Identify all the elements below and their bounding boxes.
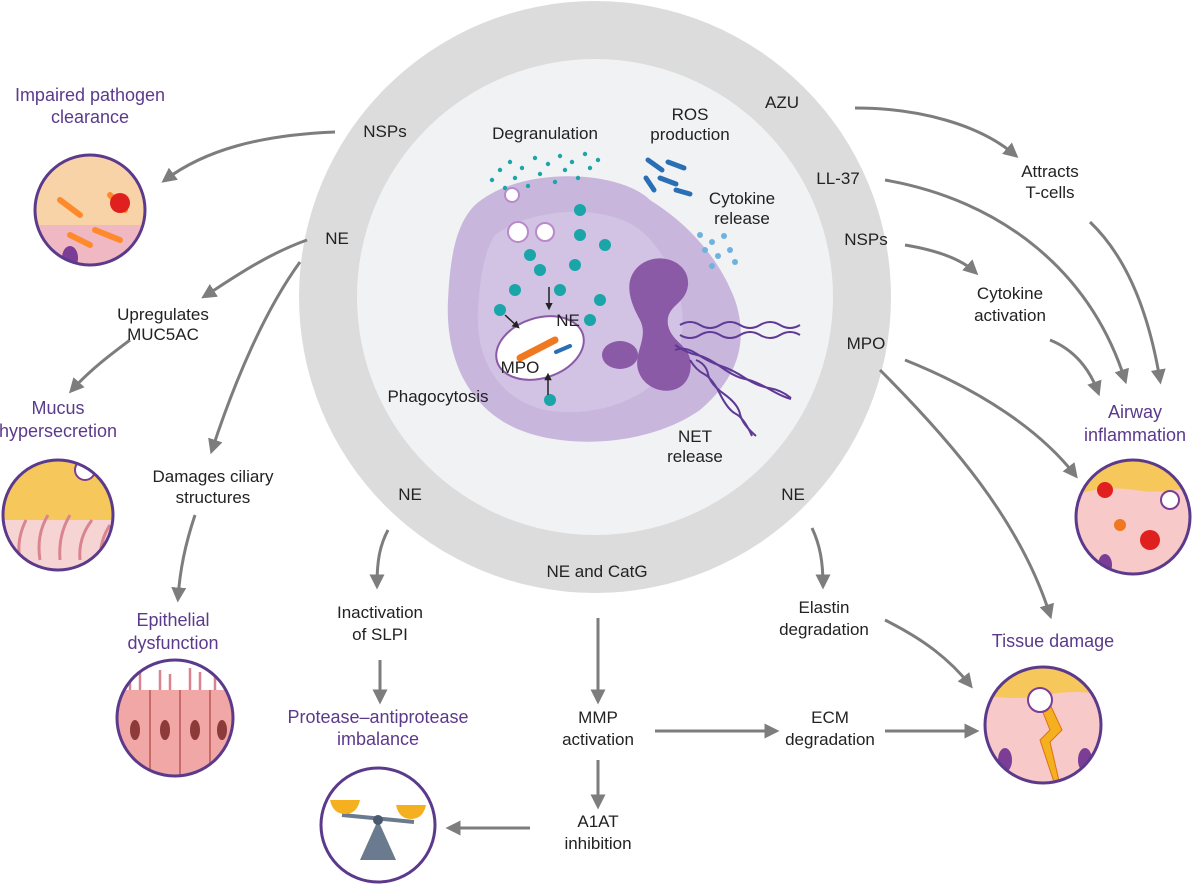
- ring-label-nsps-right: NSPs: [844, 230, 887, 249]
- ring-label-ne-catg: NE and CatG: [546, 562, 647, 581]
- ne-inside-label: NE: [556, 311, 580, 330]
- arrow-cytokine-airway: [1049, 338, 1102, 397]
- phagocytosis-label: Phagocytosis: [387, 387, 488, 406]
- arrow-upregulates-mucus: [68, 338, 131, 394]
- outcome-protease-line2: imbalance: [337, 729, 419, 749]
- nucleus: [629, 258, 691, 391]
- arrow-mpo-airway: [904, 358, 1078, 479]
- mmp-line1: MMP: [578, 708, 618, 727]
- ring-labels: NSPs NE NE NE and CatG NE AZU LL-37 NSPs…: [325, 93, 888, 581]
- degranulation-dots: [489, 151, 601, 191]
- ring-label-nsps-top: NSPs: [363, 122, 406, 141]
- cytokine-release-line1: Cytokine: [709, 189, 775, 208]
- ring-label-ne-bottom-left: NE: [398, 485, 422, 504]
- outcome-protease-line1: Protease–antiprotease: [287, 707, 468, 727]
- outcome-epithelial-line1: Epithelial: [136, 610, 209, 630]
- attracts-line1: Attracts: [1021, 162, 1079, 181]
- outcome-mucus-line2: hypersecretion: [0, 421, 117, 441]
- arrow-damages-epithelial: [171, 514, 197, 603]
- ring-label-azu: AZU: [765, 93, 799, 112]
- outcome-airway-line1: Airway: [1108, 402, 1162, 422]
- cytokine-release-line2: release: [714, 209, 770, 228]
- arrow-attracts-airway: [1088, 220, 1166, 385]
- ring-label-ne-left: NE: [325, 229, 349, 248]
- step-labels: Upregulates MUC5AC Damages ciliary struc…: [117, 162, 1079, 853]
- outcome-epithelial-line2: dysfunction: [127, 633, 218, 653]
- arrow-elastin-tissue: [884, 618, 973, 689]
- arrow-ne-elastin: [810, 527, 831, 590]
- granules: [494, 204, 611, 406]
- elastin-line2: degradation: [779, 620, 869, 639]
- ecm-line1: ECM: [811, 708, 849, 727]
- outcome-pathogen-line2: clearance: [51, 107, 129, 127]
- a1at-line2: inhibition: [564, 834, 631, 853]
- net-release-line2: release: [667, 447, 723, 466]
- damages-line1: Damages ciliary: [153, 467, 274, 486]
- pathogen-clearance-illustration: [33, 153, 147, 267]
- protease-scale-illustration: [319, 766, 437, 884]
- ros-label-line1: ROS: [672, 105, 709, 124]
- a1at-line1: A1AT: [577, 812, 618, 831]
- inactivation-line2: of SLPI: [352, 625, 408, 644]
- net-release-line1: NET: [678, 427, 712, 446]
- mpo-inside-label: MPO: [501, 358, 540, 377]
- damages-line2: structures: [176, 488, 251, 507]
- arrow-nsps-cytokine: [904, 243, 979, 276]
- cytokine-activation-line1: Cytokine: [977, 284, 1043, 303]
- arrow-ne-damages: [208, 261, 302, 455]
- upregulates-line2: MUC5AC: [127, 325, 199, 344]
- outcome-labels: Impaired pathogen clearance Mucus hypers…: [0, 85, 1186, 749]
- mmp-line2: activation: [562, 730, 634, 749]
- outcome-airway-line2: inflammation: [1084, 425, 1186, 445]
- arrow-ne-upregulates: [201, 238, 308, 299]
- arrow-ll37-airway: [884, 178, 1129, 385]
- inactivation-line1: Inactivation: [337, 603, 423, 622]
- pathway-arrows: [68, 106, 1166, 836]
- cytokine-dots: [697, 232, 738, 269]
- ros-label-line2: production: [650, 125, 729, 144]
- arrow-ne-inactivation: [369, 529, 390, 590]
- neutrophil-cell: [447, 151, 801, 442]
- epithelial-illustration: [115, 658, 235, 778]
- outcome-pathogen-line1: Impaired pathogen: [15, 85, 165, 105]
- arrow-mpo-tissue: [878, 368, 1054, 620]
- mucus-illustration: [1, 458, 115, 572]
- attracts-line2: T-cells: [1025, 183, 1074, 202]
- airway-illustration: [1074, 458, 1192, 576]
- arrow-azu-attracts: [854, 106, 1019, 158]
- cell-labels: Degranulation ROS production Cytokine re…: [387, 105, 775, 466]
- tissue-damage-illustration: [983, 665, 1103, 785]
- net-strands: [674, 321, 801, 437]
- upregulates-line1: Upregulates: [117, 305, 209, 324]
- ros-rods: [643, 157, 693, 197]
- outcome-mucus-line1: Mucus: [31, 398, 84, 418]
- degranulation-label: Degranulation: [492, 124, 598, 143]
- elastin-line1: Elastin: [798, 598, 849, 617]
- ring-label-mpo: MPO: [847, 334, 886, 353]
- outcome-tissue: Tissue damage: [992, 631, 1114, 651]
- ecm-line2: degradation: [785, 730, 875, 749]
- cytokine-activation-line2: activation: [974, 306, 1046, 325]
- ring-label-ll37: LL-37: [816, 169, 859, 188]
- ring-label-ne-bottom-right: NE: [781, 485, 805, 504]
- arrow-nsps-pathogen: [161, 130, 336, 183]
